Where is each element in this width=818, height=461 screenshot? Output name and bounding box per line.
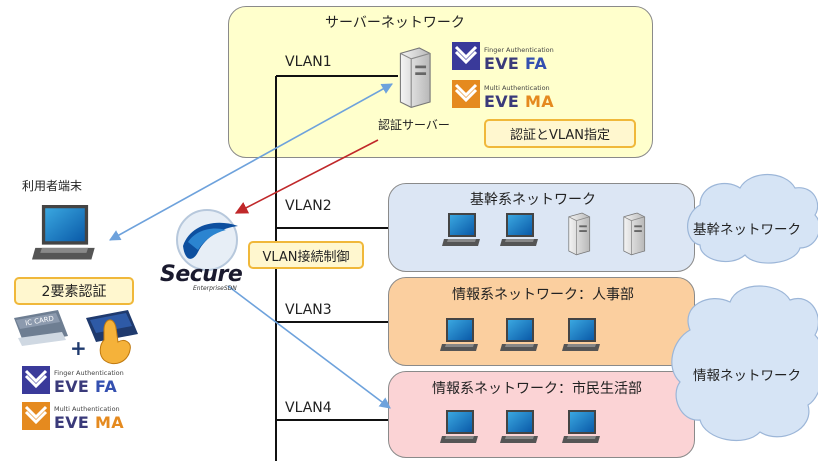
fa-logo-text-left: EVE FA bbox=[54, 377, 117, 396]
auth-server-label: 認証サーバー bbox=[378, 118, 450, 132]
finger-reader-icon bbox=[86, 310, 138, 365]
two-factor-callout: 2要素認証 bbox=[14, 277, 134, 305]
secure-logo-icon bbox=[176, 209, 238, 271]
core-cloud-label: 基幹ネットワーク bbox=[693, 222, 801, 238]
laptop-icon bbox=[440, 410, 478, 443]
vlan-control-callout: VLAN接続制御 bbox=[248, 241, 364, 269]
secure-logo-text: Secure bbox=[160, 262, 243, 287]
fa-suffix-text-left: FA bbox=[95, 377, 118, 396]
laptop-icon bbox=[442, 213, 480, 246]
plus-sign: + bbox=[70, 336, 87, 360]
laptop-icon bbox=[500, 410, 538, 443]
vlan-assign-arrow bbox=[234, 139, 379, 214]
core-cloud bbox=[687, 174, 818, 264]
auth-arrow bbox=[109, 83, 393, 241]
auth-server-icon bbox=[399, 47, 431, 109]
vlan2-label: VLAN2 bbox=[285, 198, 332, 214]
vlan3-label: VLAN3 bbox=[285, 302, 332, 318]
laptop-icon bbox=[500, 213, 538, 246]
laptop-icon bbox=[500, 318, 538, 351]
ma-logo-text: EVE MA bbox=[484, 92, 554, 111]
ma-logo-text-left: EVE MA bbox=[54, 413, 124, 432]
laptop-icon bbox=[440, 318, 478, 351]
hr-network-zone bbox=[388, 277, 695, 366]
info-cloud bbox=[671, 285, 818, 442]
fa-small-text-left: Finger Authentication bbox=[54, 369, 124, 377]
eve-ma-logo-icon bbox=[452, 80, 480, 108]
citizen-network-zone bbox=[388, 371, 695, 458]
fa-eve-text-left: EVE bbox=[54, 377, 90, 396]
eve-fa-logo-icon bbox=[452, 42, 480, 70]
info-cloud-label: 情報ネットワーク bbox=[693, 368, 801, 384]
core-network-title: 基幹系ネットワーク bbox=[470, 192, 596, 208]
server-network-title: サーバーネットワーク bbox=[325, 15, 465, 31]
laptop-icon bbox=[562, 318, 600, 351]
ic-card-icon bbox=[14, 310, 68, 346]
fa-logo-text: EVE FA bbox=[484, 54, 547, 73]
vlan1-label: VLAN1 bbox=[285, 54, 332, 70]
server-icon bbox=[568, 212, 591, 256]
fa-eve-text: EVE bbox=[484, 54, 520, 73]
citizen-network-title: 情報系ネットワーク：市民生活部 bbox=[432, 381, 642, 397]
auth-vlan-callout: 認証とVLAN指定 bbox=[484, 119, 636, 148]
user-laptop-icon bbox=[32, 205, 95, 260]
ma-small-text-left: Multi Authentication bbox=[54, 405, 120, 413]
hr-network-title: 情報系ネットワーク：人事部 bbox=[452, 287, 634, 303]
fa-small-text: Finger Authentication bbox=[484, 46, 554, 54]
ma-small-text: Multi Authentication bbox=[484, 84, 550, 92]
ma-eve-text-left: EVE bbox=[54, 413, 90, 432]
eve-fa-logo-icon bbox=[22, 366, 50, 394]
connect-arrow bbox=[227, 285, 391, 409]
laptop-icon bbox=[562, 410, 600, 443]
eve-ma-logo-icon bbox=[22, 402, 50, 430]
secure-logo-subtext: EnterpriseSDN bbox=[193, 285, 237, 292]
ma-suffix-text: MA bbox=[525, 92, 554, 111]
ma-eve-text: EVE bbox=[484, 92, 520, 111]
user-terminal-label: 利用者端末 bbox=[22, 179, 83, 193]
ma-suffix-text-left: MA bbox=[95, 413, 124, 432]
server-icon bbox=[623, 212, 646, 256]
fa-suffix-text: FA bbox=[525, 54, 548, 73]
vlan4-label: VLAN4 bbox=[285, 400, 332, 416]
